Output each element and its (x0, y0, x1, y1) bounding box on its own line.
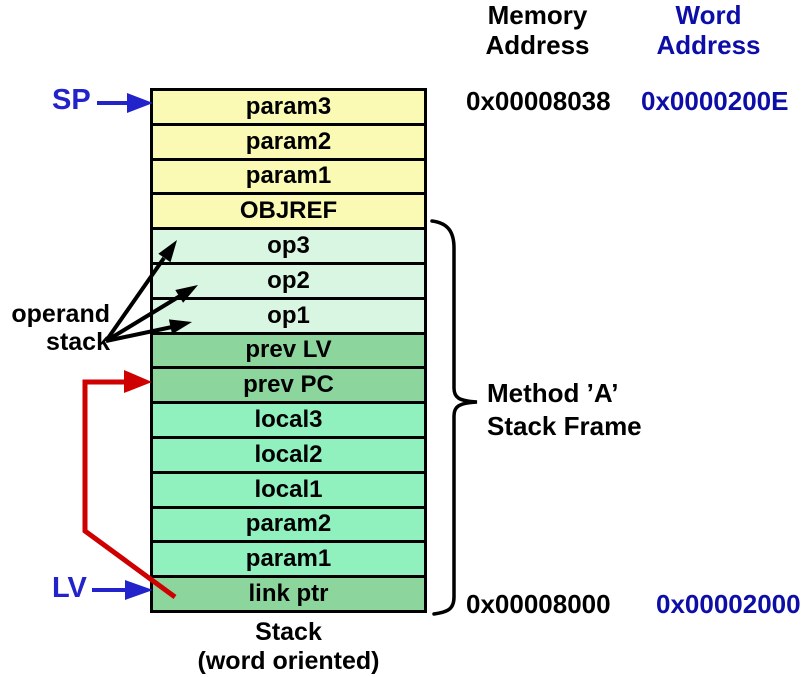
stack-cell-prev-pc: prev PC (153, 369, 424, 405)
stack-cell-local2: local2 (153, 438, 424, 474)
stack-cell-param1: param1 (153, 543, 424, 579)
word-address-header: Word Address (626, 0, 791, 60)
top-word-address: 0x0000200E (641, 86, 789, 116)
sp-arrow (97, 93, 153, 113)
stack-cell-param2: param2 (153, 125, 424, 161)
stack-cell-param2: param2 (153, 508, 424, 544)
stack-cell-local3: local3 (153, 404, 424, 439)
method-frame-label-line1: Method ’A’ (487, 378, 619, 408)
stack-frame-brace (430, 219, 478, 616)
stack-cell-op1: op1 (153, 299, 424, 335)
operand-stack-label-line1: operand (11, 300, 110, 328)
bottom-word-address: 0x00002000 (656, 589, 801, 619)
top-memory-address: 0x00008038 (466, 86, 611, 116)
memory-address-header-line1: Memory (487, 0, 588, 30)
stack-caption-line2: (word oriented) (197, 647, 380, 675)
operand-stack-label: operand stack (0, 300, 110, 356)
stack-cell-local1: local1 (153, 473, 424, 509)
stack-cell-param1: param1 (153, 160, 424, 196)
stack-cell-link-ptr: link ptr (153, 578, 424, 610)
stack-cell-prev-lv: prev LV (153, 334, 424, 370)
word-address-header-line1: Word (675, 0, 742, 30)
stack-caption-line1: Stack (255, 618, 322, 646)
stack-cell-param3: param3 (153, 91, 424, 126)
operand-stack-label-line2: stack (46, 328, 110, 356)
stack-cell-objref: OBJREF (153, 195, 424, 231)
sp-register-label: SP (52, 84, 91, 116)
lv-register-label: LV (52, 572, 87, 604)
method-frame-label-line2: Stack Frame (487, 411, 642, 441)
lv-arrow (92, 580, 153, 600)
memory-address-header: Memory Address (455, 0, 620, 60)
word-address-header-line2: Address (656, 30, 761, 60)
memory-address-header-line2: Address (485, 30, 590, 60)
bottom-memory-address: 0x00008000 (466, 589, 611, 619)
stack-cell-op3: op3 (153, 230, 424, 265)
stack-caption: Stack (word oriented) (150, 618, 427, 676)
stack-cell-op2: op2 (153, 264, 424, 300)
method-frame-label: Method ’A’ Stack Frame (487, 377, 642, 443)
